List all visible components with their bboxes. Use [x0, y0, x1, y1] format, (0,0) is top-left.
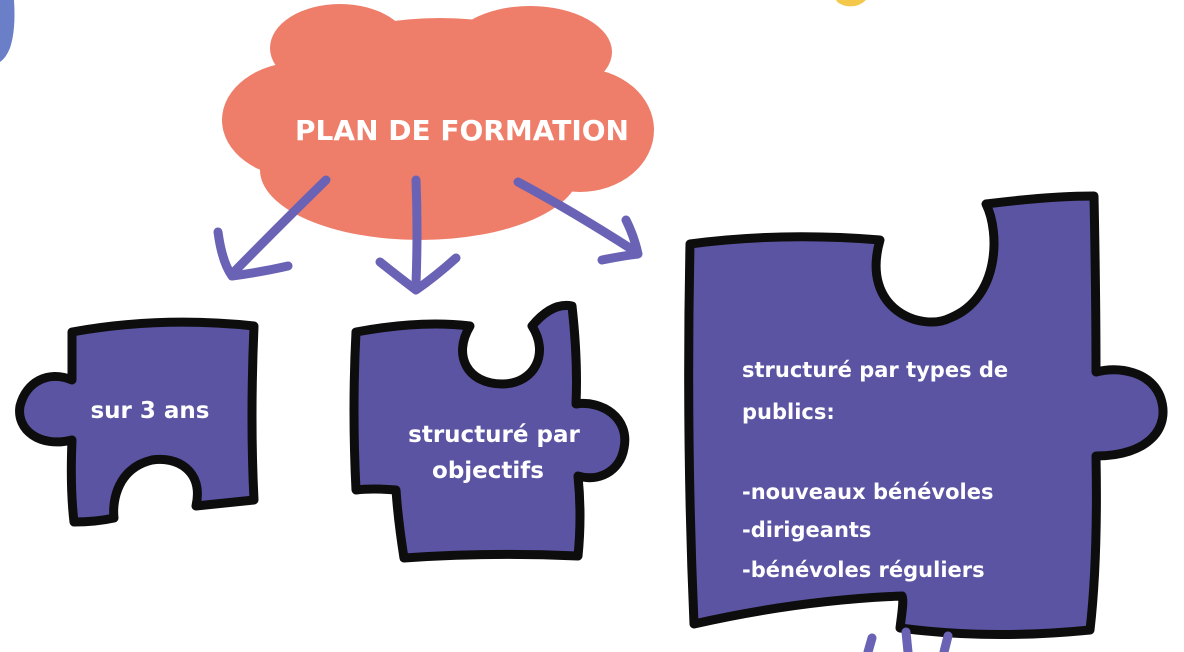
piece-2-text-line-1: structuré par [408, 422, 580, 448]
piece-2-text-line-2: objectifs [432, 458, 544, 484]
arrow-right [513, 177, 643, 265]
puzzle-piece-2 [349, 300, 630, 563]
top-accent-shape [836, 0, 866, 7]
puzzle-piece-1 [15, 317, 259, 527]
bottom-connector-marks [863, 627, 953, 652]
piece-1-text: sur 3 ans [90, 398, 209, 424]
cloud-title: PLAN DE FORMATION [295, 114, 629, 147]
arrow-left [213, 175, 331, 281]
piece-3-text-line-1: structuré par types de [742, 358, 1008, 382]
cloud-shape [222, 4, 654, 240]
piece-3-text-line-2: publics: [742, 400, 835, 424]
piece-3-text-line-6: -bénévoles réguliers [742, 558, 985, 582]
puzzle-piece-3 [684, 191, 1168, 640]
arrow-middle [375, 175, 461, 295]
corner-accent-shape [0, 0, 15, 62]
piece-3-text-line-4: -nouveaux bénévoles [742, 480, 993, 504]
piece-3-text-line-5: -dirigeants [742, 518, 871, 542]
